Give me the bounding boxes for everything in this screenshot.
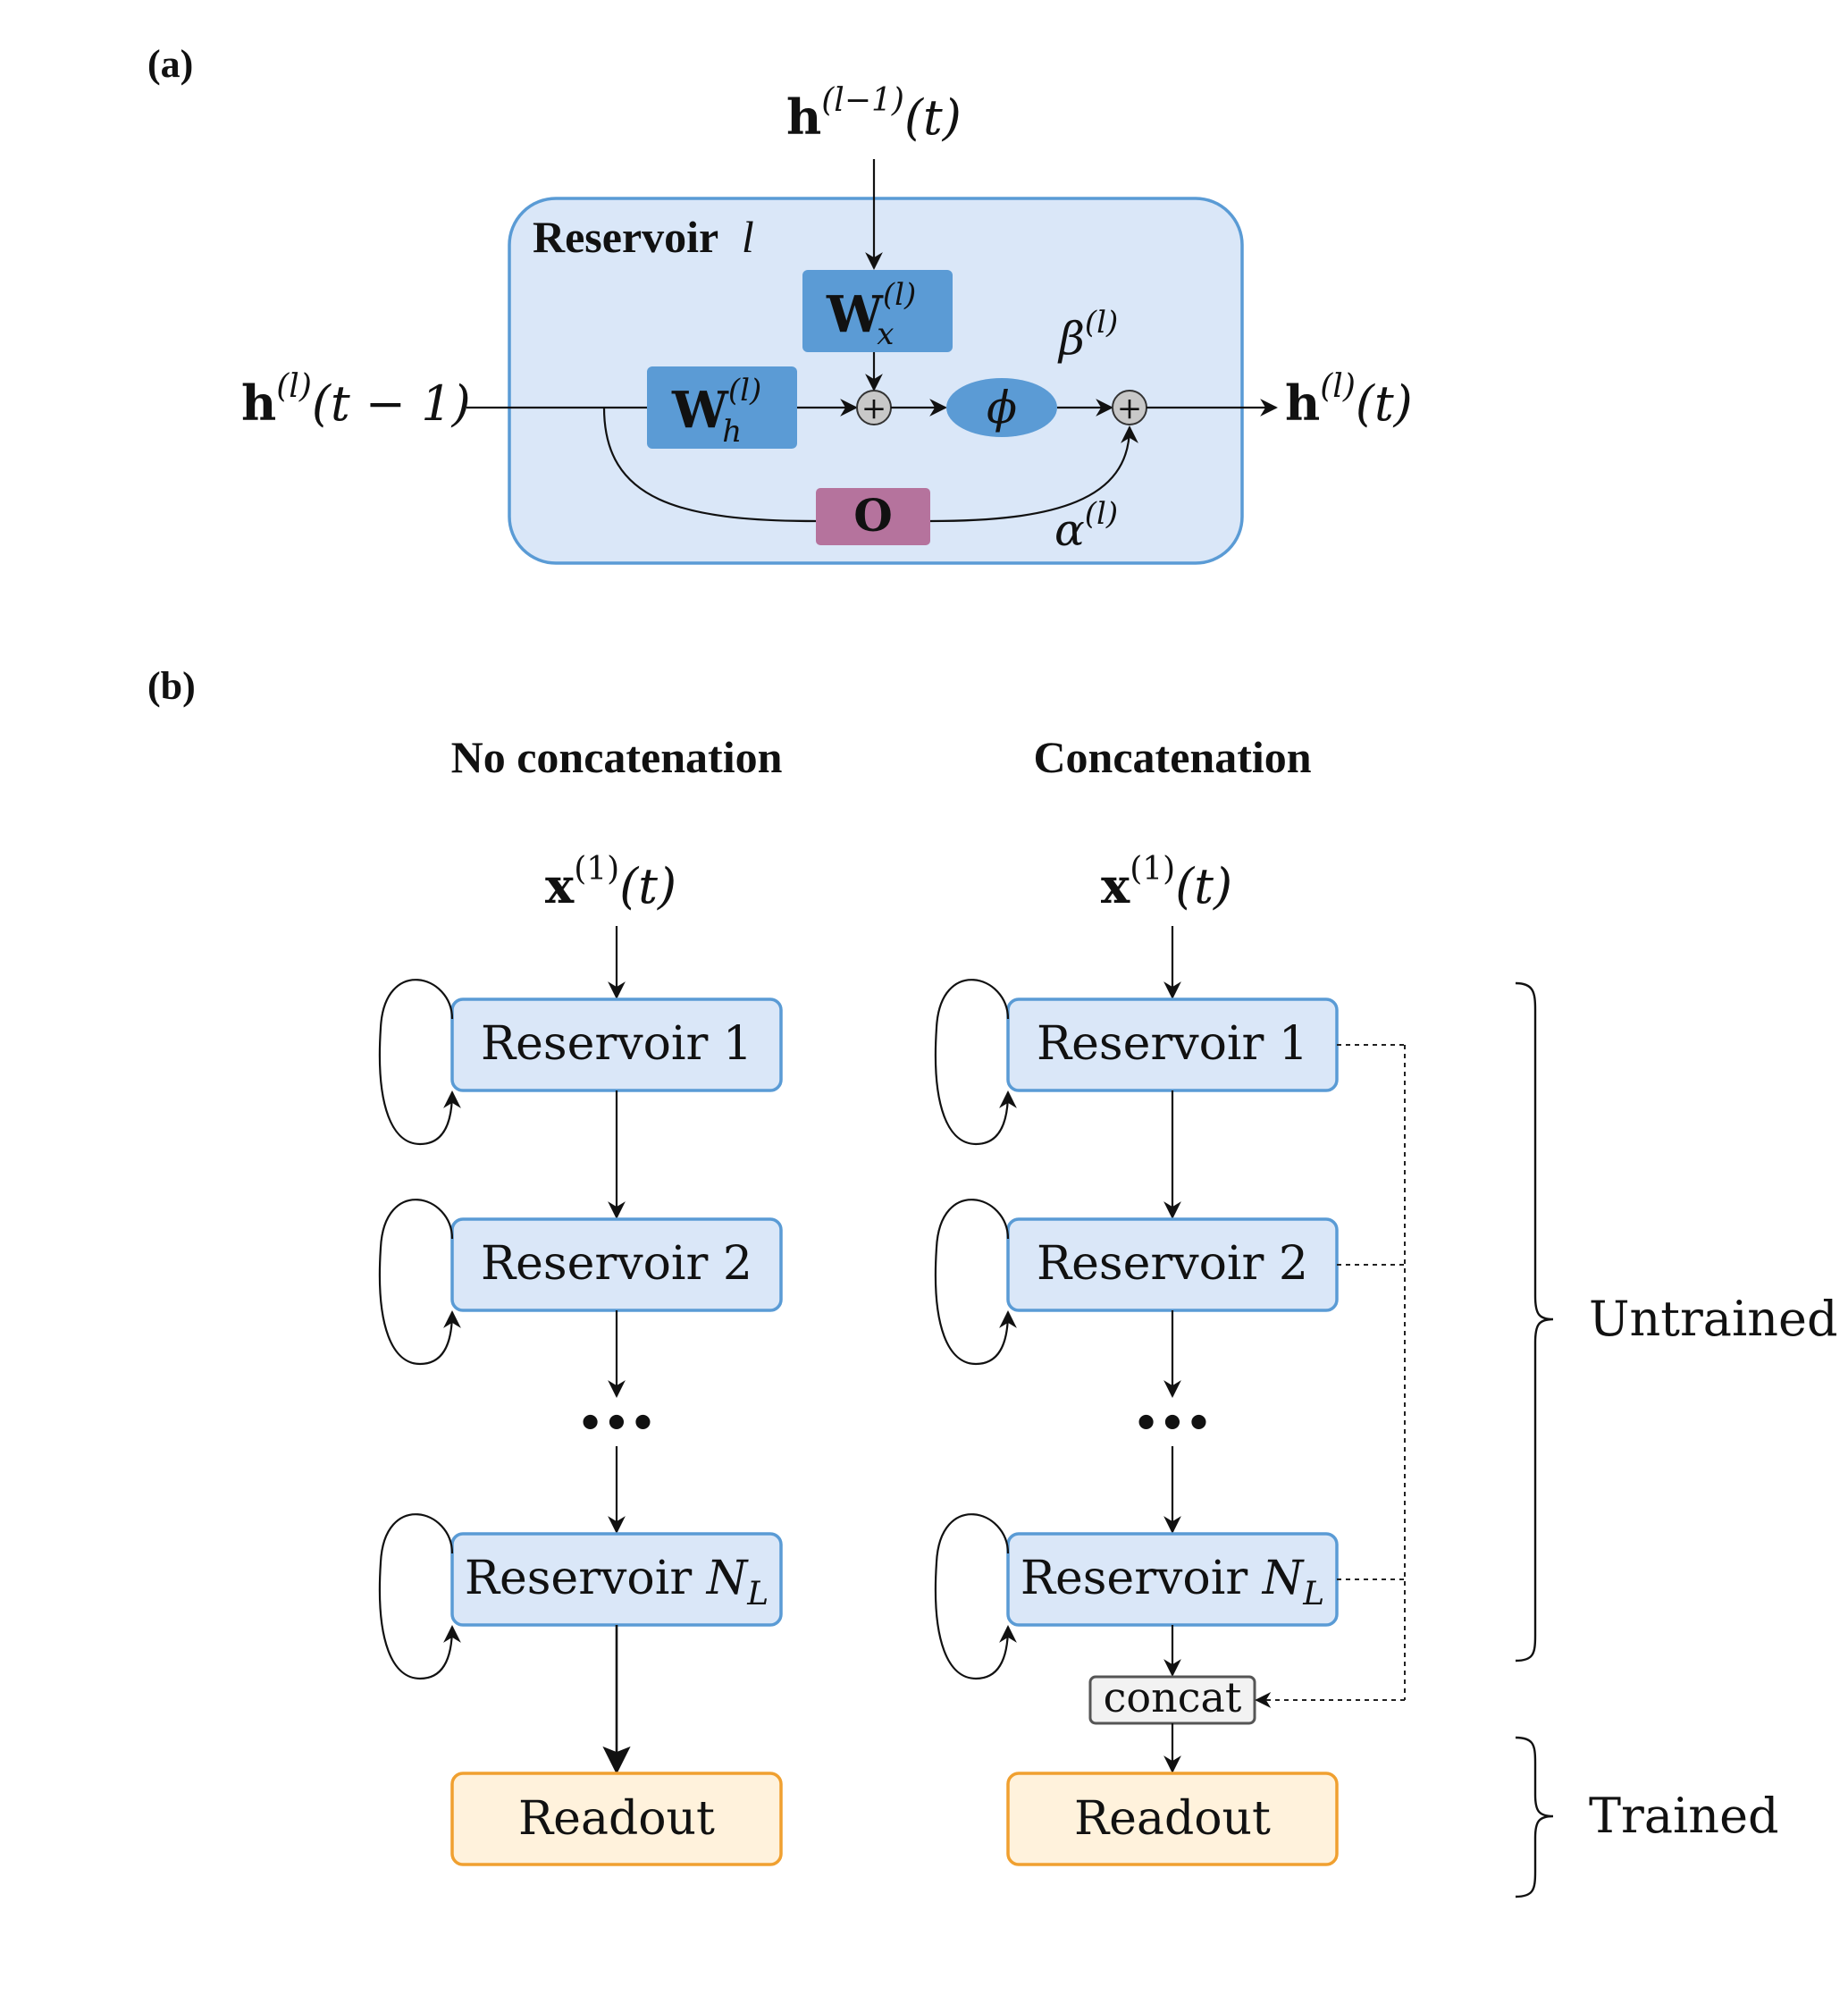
right-reservoir-2-label: Reservoir 2 <box>1037 1237 1308 1291</box>
input-top-base: h <box>786 88 821 146</box>
right-input-arg: (t) <box>1175 858 1232 914</box>
untrained-label: Untrained <box>1589 1291 1838 1347</box>
left-loop-2 <box>378 1199 461 1366</box>
reservoir-l-title-word: Reservoir <box>533 212 718 262</box>
input-left-arg: (t − 1) <box>312 375 471 432</box>
left-loop-1 <box>378 979 461 1146</box>
alpha-label: α(l) <box>1054 496 1118 556</box>
brace-untrained <box>1515 981 1554 1662</box>
right-loop-n <box>934 1513 1017 1680</box>
left-input-sup: (1) <box>574 851 619 888</box>
wh-base: W <box>671 381 729 440</box>
phi-node <box>946 378 1057 437</box>
wh-sup: (l) <box>728 373 761 408</box>
o-box <box>816 488 930 545</box>
right-reservoir-n-prefix: Reservoir <box>1021 1552 1263 1605</box>
trained-label: Trained <box>1589 1788 1779 1844</box>
phi-label: ϕ <box>987 382 1017 434</box>
left-reservoir-n-prefix: Reservoir <box>465 1552 707 1605</box>
reservoir-l-title: Reservoir l <box>533 212 754 262</box>
beta-label: β(l) <box>1057 305 1118 365</box>
left-readout <box>450 1772 783 1866</box>
wx-label: W(l)x <box>826 277 916 352</box>
right-reservoir-n-var: N <box>1261 1552 1305 1605</box>
input-top-arg: (t) <box>904 89 962 146</box>
left-input-label: x(1)(t) <box>545 851 676 914</box>
right-input-base: x <box>1101 857 1130 914</box>
skip-path-to-o <box>602 407 819 523</box>
input-top-sup: (l−1) <box>821 82 904 119</box>
output-right-label: h(l)(t) <box>1285 368 1413 432</box>
input-top-label: h(l−1)(t) <box>786 82 962 146</box>
sum-node-1-plus: + <box>861 391 887 426</box>
right-input-sup: (1) <box>1130 851 1175 888</box>
o-label: O <box>853 489 893 542</box>
left-column-title: No concatenation <box>451 732 783 782</box>
right-readout-label: Readout <box>1074 1792 1271 1846</box>
sum-node-2-plus: + <box>1117 391 1143 426</box>
brace-trained <box>1515 1736 1554 1898</box>
left-reservoir-1-label: Reservoir 1 <box>481 1017 752 1071</box>
panel-b-label: (b) <box>147 664 196 708</box>
input-left-sup: (l) <box>276 368 312 405</box>
left-reservoir-n-label: Reservoir NL <box>465 1552 769 1612</box>
right-readout <box>1006 1772 1339 1866</box>
right-column-title: Concatenation <box>1033 732 1311 782</box>
left-input-arg: (t) <box>619 858 676 914</box>
beta-base: β <box>1057 313 1085 365</box>
left-reservoir-n-sub: L <box>746 1576 769 1612</box>
wh-box <box>647 366 797 449</box>
wx-sup: (l) <box>883 277 916 313</box>
output-right-base: h <box>1285 375 1320 432</box>
alpha-base: α <box>1054 504 1085 556</box>
left-input-base: x <box>545 857 575 914</box>
right-loop-2 <box>934 1199 1017 1366</box>
wx-base: W <box>826 285 884 344</box>
wh-label: W(l) h <box>671 373 761 450</box>
left-ellipsis: ••• <box>577 1399 656 1447</box>
skip-path-to-sum2 <box>929 425 1138 523</box>
beta-sup: (l) <box>1085 305 1118 341</box>
right-reservoir-1-label: Reservoir 1 <box>1037 1017 1308 1071</box>
left-loop-n <box>378 1513 461 1680</box>
right-loop-1 <box>934 979 1017 1146</box>
output-right-sup: (l) <box>1320 368 1356 405</box>
right-reservoir-n-label: Reservoir NL <box>1021 1552 1324 1612</box>
left-reservoir-2-label: Reservoir 2 <box>481 1237 752 1291</box>
alpha-sup: (l) <box>1085 496 1118 532</box>
input-left-base: h <box>241 375 276 432</box>
concat-label: concat <box>1104 1673 1242 1721</box>
output-right-arg: (t) <box>1356 375 1413 432</box>
reservoir-l-title-index: l <box>742 212 754 262</box>
wx-sub: x <box>877 316 894 352</box>
right-input-label: x(1)(t) <box>1101 851 1232 914</box>
panel-a-label: (a) <box>147 42 193 86</box>
right-reservoir-n-sub: L <box>1302 1576 1324 1612</box>
wh-sub: h <box>722 414 742 450</box>
left-reservoir-n-var: N <box>705 1552 749 1605</box>
left-readout-label: Readout <box>518 1792 715 1846</box>
right-ellipsis: ••• <box>1133 1399 1212 1447</box>
wx-box <box>802 270 953 352</box>
input-left-label: h(l)(t − 1) <box>241 368 471 432</box>
